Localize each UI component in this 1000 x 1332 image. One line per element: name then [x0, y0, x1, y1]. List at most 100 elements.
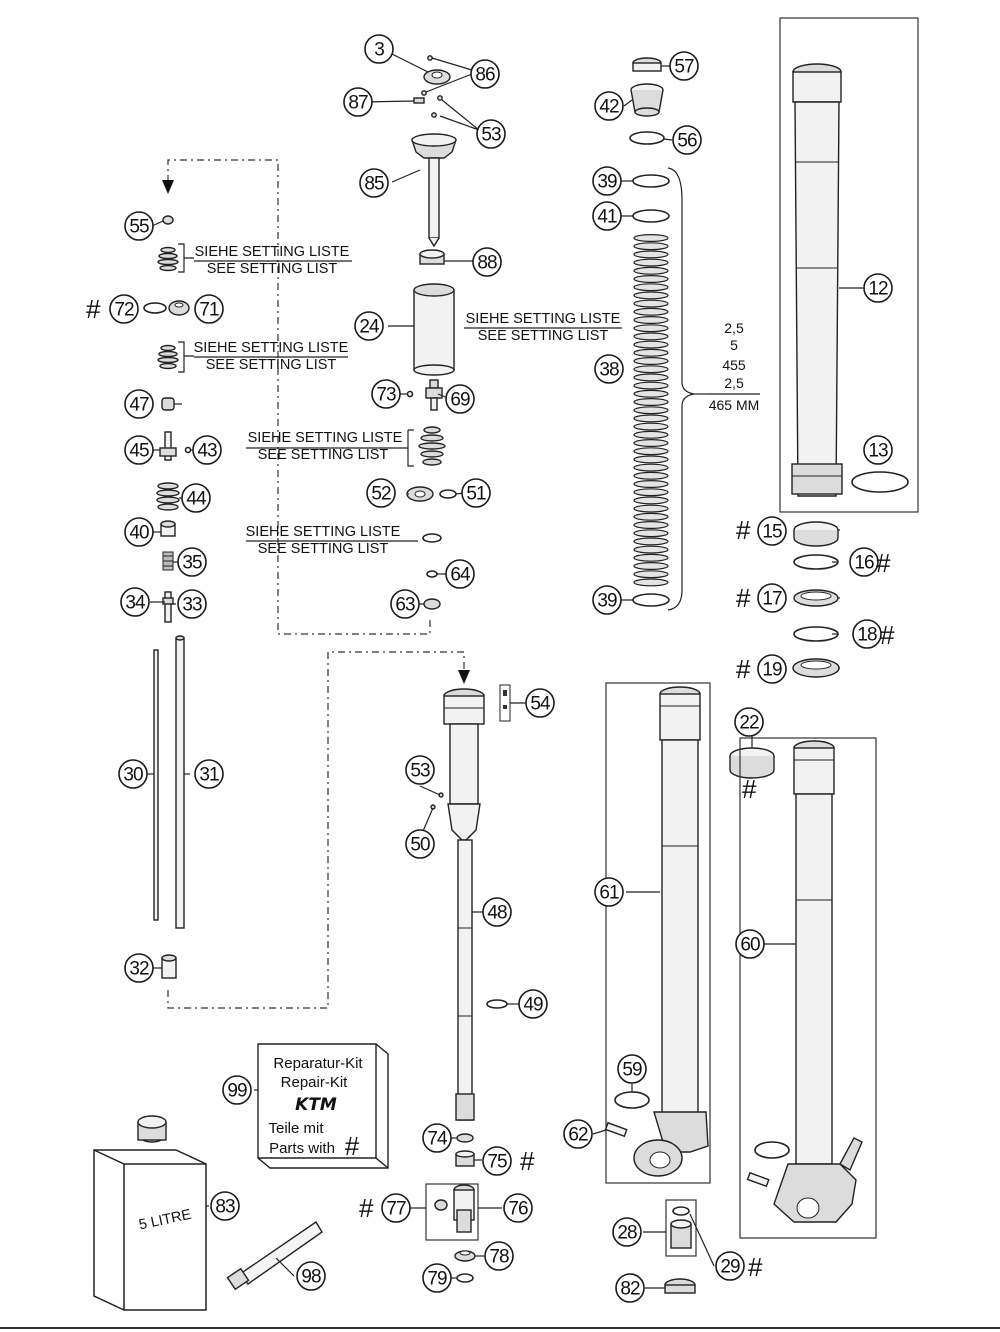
kit-mark: #	[520, 1146, 535, 1176]
repair-kit-title-de: Reparatur-Kit	[273, 1055, 363, 1072]
adjuster-pin-part	[162, 591, 174, 623]
svg-text:34: 34	[125, 593, 146, 614]
kit-mark: #	[359, 1193, 374, 1223]
ball-part	[184, 446, 192, 454]
svg-text:76: 76	[508, 1199, 528, 1220]
svg-text:49: 49	[523, 995, 543, 1016]
callout-47: 47	[124, 389, 154, 419]
spring-spec-4: 2,5	[724, 375, 744, 391]
setting-note-3: SIEHE SETTING LISTE SEE SETTING LIST	[464, 311, 622, 344]
svg-text:44: 44	[186, 489, 207, 510]
callout-24: 24	[354, 311, 384, 341]
callout-71: 71	[194, 294, 224, 324]
damper-tube-part	[443, 688, 485, 1121]
spring-brace	[667, 167, 695, 611]
svg-text:53: 53	[410, 761, 430, 782]
svg-text:56: 56	[677, 131, 697, 152]
axle-clamp-part	[670, 1219, 692, 1249]
svg-text:47: 47	[129, 395, 149, 416]
callout-64: 64	[445, 559, 475, 589]
callout-87: 87	[343, 87, 373, 117]
svg-text:62: 62	[568, 1125, 588, 1146]
svg-text:99: 99	[227, 1081, 247, 1102]
bleed-screw-part	[499, 684, 511, 722]
svg-text:24: 24	[359, 317, 380, 338]
callout-85: 85	[359, 168, 389, 198]
fork-cap-part	[411, 133, 457, 248]
needle-part	[159, 431, 177, 461]
svg-text:39: 39	[597, 172, 617, 193]
callout-16: 16	[849, 547, 879, 577]
svg-text:88: 88	[477, 253, 497, 274]
setting-note-en: SEE SETTING LIST	[206, 357, 337, 373]
pinch-bolt-part	[604, 1121, 628, 1138]
kit-mark: #	[86, 294, 101, 324]
repair-kit-title-en: Repair-Kit	[281, 1074, 349, 1091]
callout-99: 99	[222, 1075, 252, 1105]
svg-text:54: 54	[530, 694, 551, 715]
svg-text:64: 64	[450, 565, 471, 586]
callout-83: 83	[210, 1191, 240, 1221]
svg-text:3: 3	[374, 40, 384, 61]
repair-kit-hash: #	[345, 1131, 360, 1161]
piston-part	[406, 486, 434, 502]
callout-98: 98	[296, 1261, 326, 1291]
bushing-part	[455, 1150, 475, 1167]
spring-spec-5: 465 MM	[709, 397, 760, 413]
oil-can-part	[93, 1115, 207, 1311]
callout-62: 62	[563, 1119, 593, 1149]
group-box	[425, 1183, 479, 1241]
callout-59: 59	[617, 1054, 647, 1084]
svg-text:48: 48	[487, 903, 507, 924]
nut-part	[423, 598, 441, 610]
setting-note-en: SEE SETTING LIST	[258, 541, 389, 557]
svg-text:86: 86	[475, 65, 495, 86]
setting-note-en: SEE SETTING LIST	[478, 328, 609, 344]
seal-part	[454, 1250, 476, 1262]
callout-57: 57	[669, 51, 699, 81]
callout-43: 43	[192, 435, 222, 465]
piston-ring-part	[486, 999, 508, 1009]
fork-spring-part	[633, 234, 669, 587]
callout-79: 79	[422, 1263, 452, 1293]
callout-53: 53	[476, 119, 506, 149]
svg-text:19: 19	[762, 660, 782, 681]
svg-text:30: 30	[123, 765, 143, 786]
callout-61: 61	[594, 877, 624, 907]
svg-text:41: 41	[597, 207, 617, 228]
svg-text:15: 15	[762, 522, 782, 543]
kit-mark: #	[736, 583, 751, 613]
callout-35: 35	[177, 547, 207, 577]
svg-text:39: 39	[597, 591, 617, 612]
piston-part	[168, 300, 190, 316]
svg-text:77: 77	[386, 1199, 406, 1220]
callout-76: 76	[503, 1193, 533, 1223]
callout-19: 19	[757, 654, 787, 684]
svg-text:63: 63	[395, 595, 415, 616]
arrow-head-lower	[458, 670, 470, 684]
washer-part	[426, 570, 438, 578]
svg-text:83: 83	[215, 1197, 235, 1218]
callout-34: 34	[120, 587, 150, 617]
cap-nut-part	[423, 69, 451, 85]
spring-spec-3: 455	[722, 357, 746, 373]
callout-40: 40	[124, 517, 154, 547]
setting-note-5: SIEHE SETTING LISTE SEE SETTING LIST	[246, 524, 418, 557]
screw-part	[437, 95, 443, 101]
callout-30: 30	[118, 759, 148, 789]
callout-28: 28	[612, 1217, 642, 1247]
svg-text:60: 60	[740, 935, 760, 956]
valve-stack-part	[418, 426, 446, 466]
dust-seal-part	[792, 658, 840, 678]
callout-86: 86	[470, 59, 500, 89]
nut-part	[162, 215, 174, 225]
spacer-part	[629, 131, 665, 145]
svg-text:87: 87	[348, 93, 368, 114]
leader-lines	[147, 53, 863, 1289]
setting-note-en: SEE SETTING LIST	[258, 447, 389, 463]
callout-60: 60	[735, 929, 765, 959]
assembly-path-upper	[167, 159, 431, 635]
kit-mark: #	[748, 1252, 763, 1282]
svg-text:12: 12	[868, 279, 888, 300]
